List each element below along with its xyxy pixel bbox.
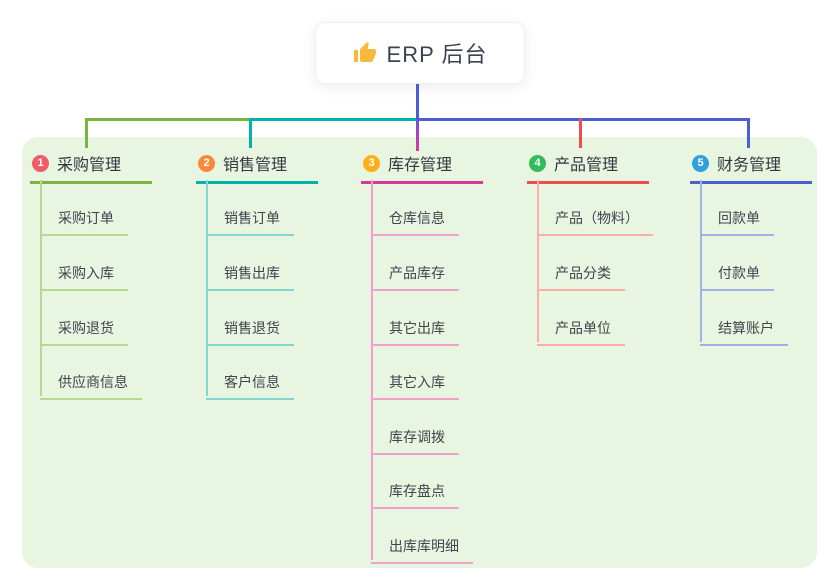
branch-header-product[interactable]: 4 产品管理 bbox=[527, 149, 649, 184]
branch-connector-line bbox=[40, 180, 42, 396]
child-label: 采购退货 bbox=[58, 320, 114, 336]
child-node[interactable]: 客户信息 bbox=[206, 372, 294, 400]
child-label: 库存盘点 bbox=[389, 483, 445, 499]
child-label: 产品（物料） bbox=[555, 210, 639, 226]
child-label: 仓库信息 bbox=[389, 210, 445, 226]
child-node[interactable]: 仓库信息 bbox=[371, 208, 459, 236]
branch-purchase: 1 采购管理 采购订单 采购入库 采购退货 供应商信息 bbox=[30, 149, 190, 400]
child-label: 回款单 bbox=[718, 210, 760, 226]
mindmap-panel bbox=[22, 137, 817, 568]
branch-product: 4 产品管理 产品（物料） 产品分类 产品单位 bbox=[527, 149, 687, 346]
child-label: 产品库存 bbox=[389, 265, 445, 281]
child-label: 采购订单 bbox=[58, 210, 114, 226]
child-label: 销售出库 bbox=[224, 265, 280, 281]
root-node[interactable]: ERP 后台 bbox=[315, 22, 525, 84]
child-node[interactable]: 采购入库 bbox=[40, 263, 128, 291]
child-node[interactable]: 结算账户 bbox=[700, 318, 788, 346]
child-node[interactable]: 产品单位 bbox=[537, 318, 625, 346]
branch-inventory: 3 库存管理 仓库信息 产品库存 其它出库 其它入库 库存调拨 库存盘点 出库库… bbox=[361, 149, 521, 564]
child-label: 产品单位 bbox=[555, 320, 611, 336]
branch-connector-line bbox=[371, 180, 373, 560]
branch-number-badge: 5 bbox=[692, 154, 709, 172]
child-label: 销售退货 bbox=[224, 320, 280, 336]
branch-sales: 2 销售管理 销售订单 销售出库 销售退货 客户信息 bbox=[196, 149, 356, 400]
branch-label: 采购管理 bbox=[57, 157, 122, 174]
connector-drop-2 bbox=[249, 118, 252, 148]
branch-header-purchase[interactable]: 1 采购管理 bbox=[30, 149, 152, 184]
branch-label: 库存管理 bbox=[388, 157, 453, 174]
connector-drop-4 bbox=[579, 118, 582, 148]
child-label: 结算账户 bbox=[718, 320, 774, 336]
child-node[interactable]: 库存盘点 bbox=[371, 481, 459, 509]
branch-number-badge: 4 bbox=[529, 154, 546, 172]
child-node[interactable]: 供应商信息 bbox=[40, 372, 142, 400]
child-node[interactable]: 销售订单 bbox=[206, 208, 294, 236]
connector-h-green bbox=[85, 118, 252, 121]
child-label: 其它入库 bbox=[389, 374, 445, 390]
child-node[interactable]: 其它入库 bbox=[371, 372, 459, 400]
child-label: 采购入库 bbox=[58, 265, 114, 281]
branch-header-inventory[interactable]: 3 库存管理 bbox=[361, 149, 483, 184]
child-label: 销售订单 bbox=[224, 210, 280, 226]
branch-label: 产品管理 bbox=[554, 157, 619, 174]
branch-finance: 5 财务管理 回款单 付款单 结算账户 bbox=[690, 149, 839, 346]
child-node[interactable]: 出库库明细 bbox=[371, 536, 473, 564]
branch-header-finance[interactable]: 5 财务管理 bbox=[690, 149, 812, 184]
child-node[interactable]: 采购订单 bbox=[40, 208, 128, 236]
branch-label: 财务管理 bbox=[717, 157, 782, 174]
child-label: 其它出库 bbox=[389, 320, 445, 336]
child-node[interactable]: 付款单 bbox=[700, 263, 774, 291]
branch-connector-line bbox=[700, 180, 702, 342]
branch-number-badge: 3 bbox=[363, 154, 380, 172]
connector-h-teal bbox=[252, 118, 419, 121]
branch-connector-line bbox=[206, 180, 208, 396]
child-label: 库存调拨 bbox=[389, 429, 445, 445]
child-label: 产品分类 bbox=[555, 265, 611, 281]
child-node[interactable]: 其它出库 bbox=[371, 318, 459, 346]
connector-drop-3 bbox=[416, 118, 419, 151]
child-node[interactable]: 产品（物料） bbox=[537, 208, 653, 236]
branch-number-badge: 1 bbox=[32, 154, 49, 172]
child-node[interactable]: 回款单 bbox=[700, 208, 774, 236]
branch-header-sales[interactable]: 2 销售管理 bbox=[196, 149, 318, 184]
child-node[interactable]: 产品库存 bbox=[371, 263, 459, 291]
child-label: 客户信息 bbox=[224, 374, 280, 390]
thumbs-up-icon bbox=[353, 42, 376, 62]
child-node[interactable]: 采购退货 bbox=[40, 318, 128, 346]
branch-number-badge: 2 bbox=[198, 154, 215, 172]
root-title: ERP 后台 bbox=[386, 42, 488, 67]
child-node[interactable]: 产品分类 bbox=[537, 263, 625, 291]
branch-connector-line bbox=[537, 180, 539, 342]
connector-drop-5 bbox=[747, 118, 750, 148]
child-label: 付款单 bbox=[718, 265, 760, 281]
connector-h-blue bbox=[419, 118, 750, 121]
connector-drop-1 bbox=[85, 118, 88, 148]
child-node[interactable]: 销售出库 bbox=[206, 263, 294, 291]
connector-root-stem bbox=[416, 82, 419, 119]
child-node[interactable]: 库存调拨 bbox=[371, 427, 459, 455]
branch-label: 销售管理 bbox=[223, 157, 288, 174]
child-label: 供应商信息 bbox=[58, 374, 128, 390]
child-label: 出库库明细 bbox=[389, 538, 459, 554]
child-node[interactable]: 销售退货 bbox=[206, 318, 294, 346]
